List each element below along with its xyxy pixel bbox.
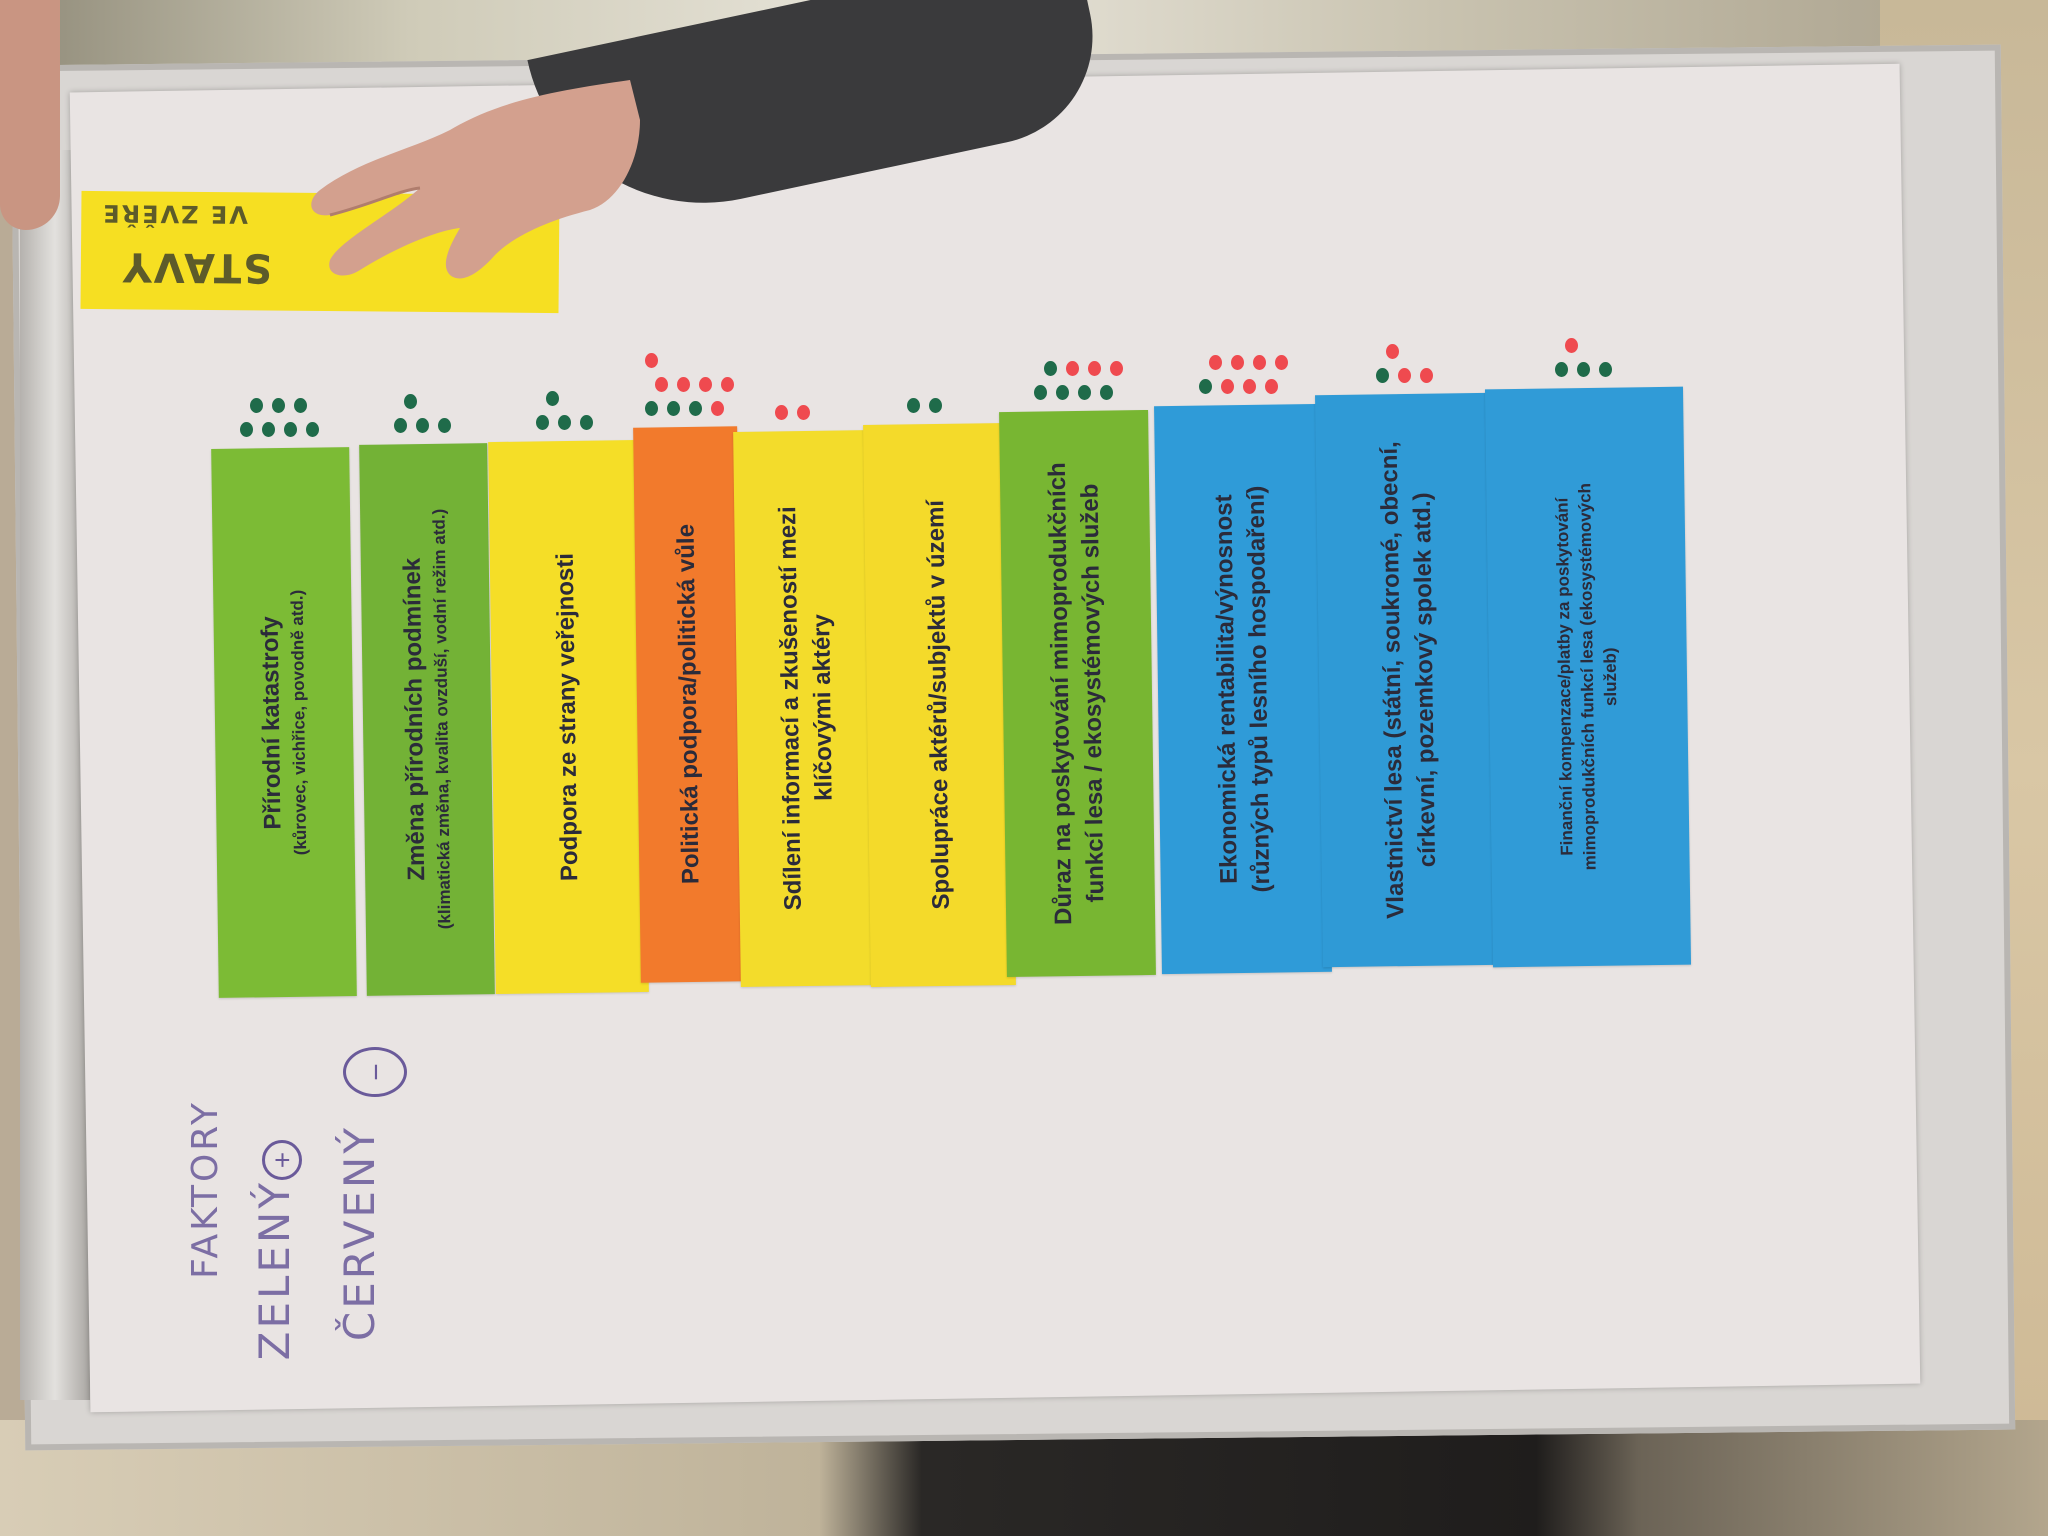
handwriting-green: ZELENÝ <box>250 1180 299 1361</box>
red-vote-dot <box>645 353 658 368</box>
green-vote-dot <box>438 418 451 433</box>
green-vote-dot <box>906 398 920 413</box>
factor-card: Podpora ze strany veřejnosti <box>488 439 649 995</box>
card-text-line: klíčovými aktéry <box>808 614 838 802</box>
green-vote-dot <box>404 394 417 409</box>
red-vote-dot <box>1109 361 1123 376</box>
red-vote-dot <box>655 377 668 392</box>
green-vote-dot <box>240 422 253 437</box>
handwriting-red: ČERVENÝ <box>335 1125 384 1342</box>
red-vote-dot <box>1087 361 1101 376</box>
green-vote-dot <box>1577 362 1590 377</box>
note-line-1: STAVY <box>120 243 273 291</box>
green-vote-dot <box>1077 385 1091 400</box>
red-vote-dot <box>1231 355 1244 370</box>
handwriting-factors: FAKTORY <box>185 1100 226 1279</box>
factor-card: Finanční kompenzace/platby za poskytován… <box>1484 386 1692 968</box>
green-vote-dot <box>928 398 942 413</box>
card-text-line: funkcí lesa / ekosystémových služeb <box>1076 483 1110 903</box>
red-vote-dot <box>1253 355 1266 370</box>
red-vote-dot <box>1065 361 1079 376</box>
card-text-line: Ekonomická rentabilita/výnosnost <box>1209 494 1243 885</box>
green-vote-dot <box>250 398 263 413</box>
red-vote-dot <box>1386 344 1399 359</box>
factor-card: Spolupráce aktérů/subjektů v území <box>863 423 1016 987</box>
red-vote-dot <box>1209 355 1222 370</box>
red-vote-dot <box>1221 379 1234 394</box>
note-line-2: VE ZVĚŘE <box>101 199 249 229</box>
green-vote-dot <box>1199 379 1212 394</box>
green-vote-dot <box>689 401 702 416</box>
card-text-line: Sdílení informací a zkušeností mezi <box>774 506 807 911</box>
green-vote-dot <box>1033 385 1047 400</box>
card-text-line: (kůrovec, vichřice, povodně atd.) <box>287 589 311 856</box>
factor-card: Přírodní katastrofy(kůrovec, vichřice, p… <box>211 447 357 998</box>
card-text-line: (klimatická změna, kvalita ovzduší, vodn… <box>429 508 455 930</box>
green-vote-dot <box>262 422 275 437</box>
plus-circle-icon: + <box>262 1140 302 1180</box>
green-vote-dot <box>557 415 571 430</box>
green-vote-dot <box>394 418 407 433</box>
green-vote-dot <box>535 415 549 430</box>
red-vote-dot <box>1565 338 1578 353</box>
red-vote-dot <box>1275 355 1288 370</box>
red-vote-dot <box>699 377 712 392</box>
red-vote-dot <box>796 405 810 420</box>
green-vote-dot <box>545 391 559 406</box>
hand <box>311 80 640 279</box>
green-vote-dot <box>1376 368 1389 383</box>
green-vote-dot <box>306 422 319 437</box>
factor-card: Vlastnictví lesa (státní, soukromé, obec… <box>1315 392 1503 968</box>
red-vote-dot <box>1265 379 1278 394</box>
green-vote-dot <box>1055 385 1069 400</box>
factor-card: Změna přírodních podmínek(klimatická změ… <box>359 443 495 996</box>
green-vote-dot <box>1043 361 1057 376</box>
card-text-line: Přírodní katastrofy <box>256 615 287 830</box>
red-vote-dot <box>1243 379 1256 394</box>
card-text-line: (různých typů lesního hospodaření) <box>1242 485 1275 893</box>
green-vote-dot <box>1599 362 1612 377</box>
card-text-line: Politická podpora/politická vůle <box>672 524 705 885</box>
card-text-line: Spolupráce aktérů/subjektů v území <box>922 500 956 910</box>
green-vote-dot <box>416 418 429 433</box>
red-vote-dot <box>677 377 690 392</box>
left-hand <box>0 0 60 230</box>
red-vote-dot <box>1398 368 1411 383</box>
red-vote-dot <box>774 405 788 420</box>
card-text-line: Podpora ze strany veřejnosti <box>552 552 584 882</box>
minus-circle-icon: − <box>343 1047 407 1097</box>
red-vote-dot <box>711 401 724 416</box>
green-vote-dot <box>284 422 297 437</box>
factor-card: Ekonomická rentabilita/výnosnost(různých… <box>1154 403 1332 975</box>
red-vote-dot <box>721 377 734 392</box>
green-vote-dot <box>667 401 680 416</box>
green-vote-dot <box>272 398 285 413</box>
green-vote-dot <box>1099 385 1113 400</box>
card-text-line: církevní, pozemkový spolek atd.) <box>1408 492 1441 868</box>
green-vote-dot <box>645 401 658 416</box>
green-vote-dot <box>294 398 307 413</box>
card-text-line: mimoprodukčních funkcí lesa (ekosystémov… <box>1574 483 1600 871</box>
green-vote-dot <box>579 415 593 430</box>
red-vote-dot <box>1420 368 1433 383</box>
factor-card: Politická podpora/politická vůle <box>633 426 745 983</box>
green-vote-dot <box>1555 362 1568 377</box>
